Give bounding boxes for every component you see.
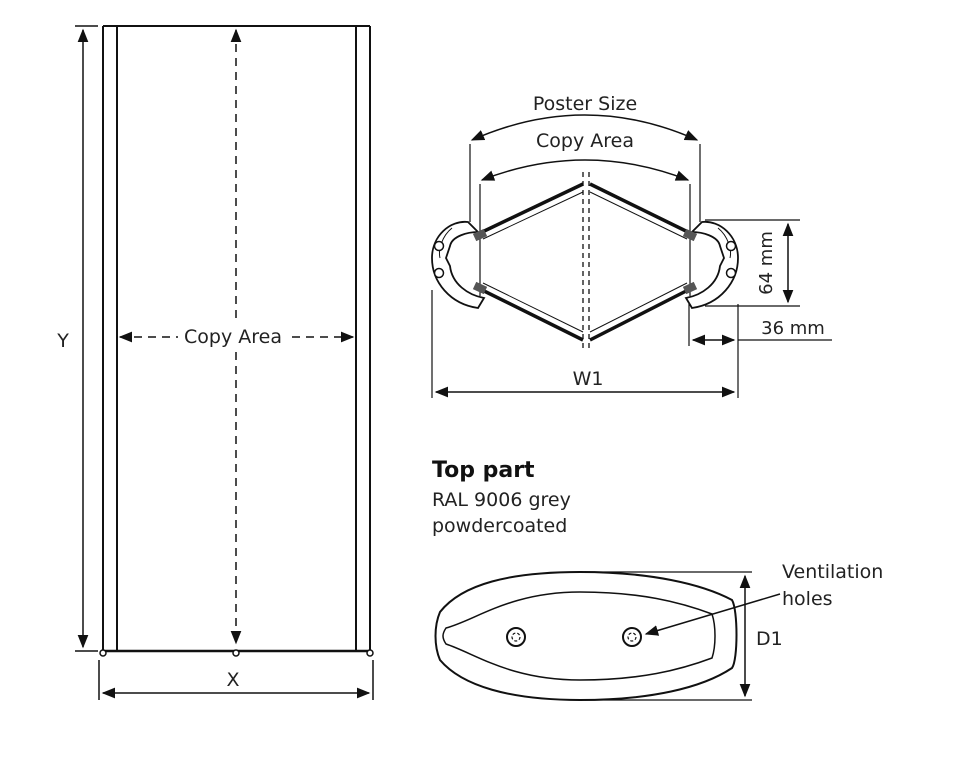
dim36-label: 36 mm	[761, 318, 825, 339]
clip-bottom-right	[682, 281, 698, 295]
top-part-line1: RAL 9006 grey	[432, 489, 571, 511]
ventilation-hole-right-detail	[627, 632, 637, 642]
ventilation-hole-right	[622, 627, 642, 647]
right-foot	[366, 649, 374, 657]
top-part-info: Top part RAL 9006 grey powdercoated	[432, 458, 571, 537]
x-label: X	[226, 669, 239, 691]
panel-bottom-right	[589, 286, 693, 342]
right-cap-screw-top	[725, 240, 737, 252]
ventilation-hole-left-detail	[511, 632, 521, 642]
left-foot	[99, 649, 107, 657]
panel-bottom-right-inner	[589, 282, 688, 333]
panel-bottom-left	[477, 286, 584, 342]
panel-bottom-left-inner	[482, 282, 584, 333]
copy-area-arc	[480, 159, 690, 181]
poster-size-arc	[470, 114, 699, 141]
ventilation-label-line1: Ventilation	[782, 561, 883, 583]
ventilation-label-line2: holes	[782, 588, 833, 610]
panel-top-right-inner	[589, 191, 688, 240]
top-part-view: Ventilation holes D1	[434, 561, 883, 702]
y-label: Y	[56, 330, 69, 352]
right-cap-screw-bottom	[725, 267, 737, 279]
w1-label: W1	[573, 368, 604, 390]
front-view: Y Copy Area X	[56, 25, 374, 700]
ventilation-leader-arrow	[644, 593, 781, 636]
copy-area-label: Copy Area	[184, 326, 282, 348]
left-cap-screw-top	[433, 240, 445, 252]
poster-size-label: Poster Size	[533, 93, 637, 115]
top-part-title: Top part	[432, 458, 535, 483]
panel-top-left-inner	[482, 191, 584, 240]
top-part-inner	[442, 591, 716, 681]
panel-top-right	[589, 182, 693, 236]
section-copy-area-label: Copy Area	[536, 130, 634, 152]
panel-top-left	[477, 182, 584, 236]
left-cap-screw-bottom	[433, 267, 445, 279]
clip-bottom-left	[472, 281, 488, 295]
section-view: Poster Size Copy Area	[431, 93, 832, 398]
dim64-label: 64 mm	[756, 231, 777, 295]
ventilation-hole-left	[506, 627, 526, 647]
top-part-line2: powdercoated	[432, 515, 567, 537]
clip-top-left	[472, 228, 488, 242]
copy-area-label-bg	[182, 324, 288, 348]
center-foot	[232, 649, 240, 657]
clip-top-right	[682, 228, 698, 242]
d1-label: D1	[756, 628, 783, 650]
